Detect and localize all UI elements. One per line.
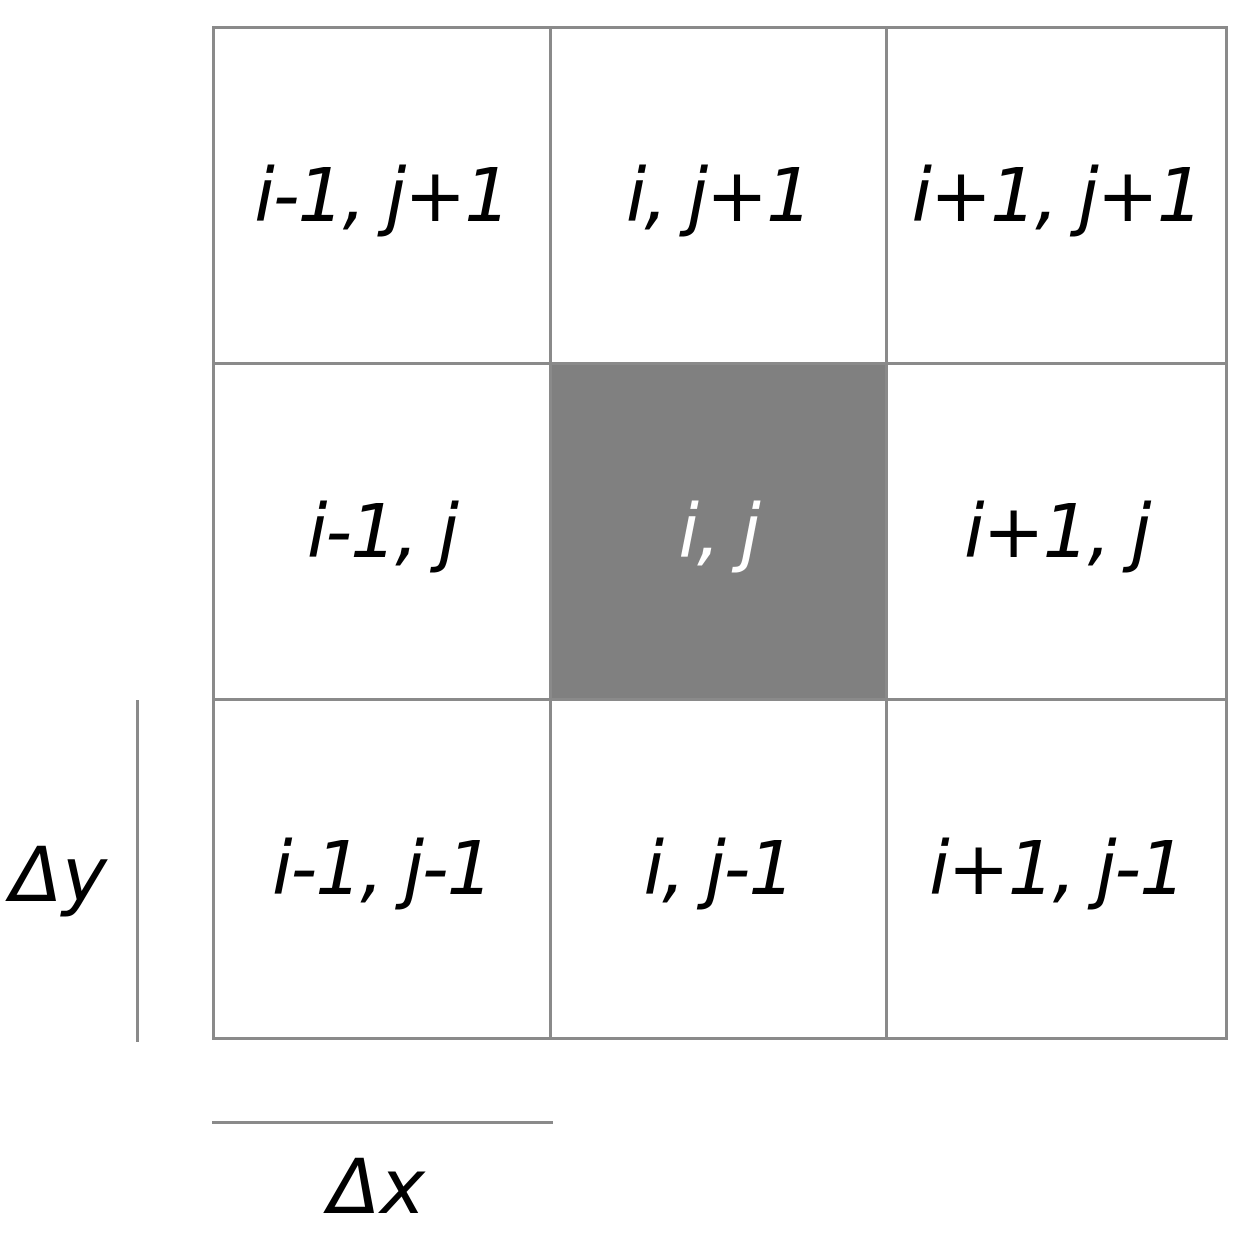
dx-scale-line: [212, 1121, 553, 1124]
cell-i-minus-1-j-minus-1: i-1, j-1: [215, 701, 552, 1037]
dy-label: Δy: [10, 830, 107, 919]
cell-i-minus-1-j: i-1, j: [215, 365, 552, 701]
cell-i-j-center: i, j: [551, 365, 889, 701]
cell-i-j-plus-1: i, j+1: [551, 29, 889, 365]
dy-scale-line: [136, 700, 139, 1042]
dx-label: Δx: [328, 1142, 425, 1231]
cell-i-plus-1-j: i+1, j: [888, 365, 1225, 701]
cell-i-j-minus-1: i, j-1: [551, 701, 889, 1037]
cell-i-plus-1-j-minus-1: i+1, j-1: [888, 701, 1225, 1037]
stencil-grid: i-1, j+1 i, j+1 i+1, j+1 i-1, j i, j i+1…: [212, 26, 1228, 1040]
cell-i-minus-1-j-plus-1: i-1, j+1: [215, 29, 552, 365]
cell-i-plus-1-j-plus-1: i+1, j+1: [888, 29, 1225, 365]
